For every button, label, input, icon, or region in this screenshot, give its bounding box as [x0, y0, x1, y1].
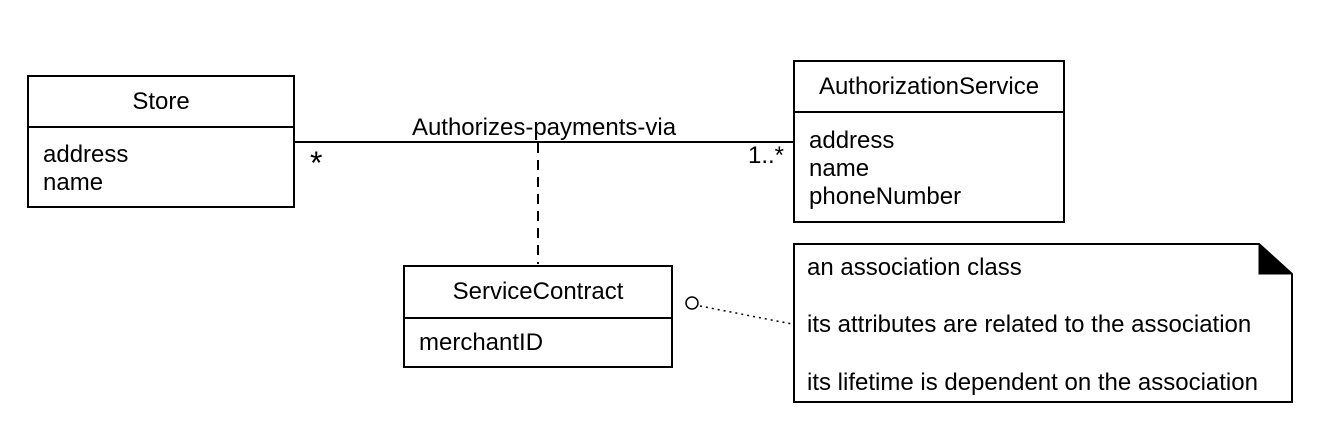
class-attributes-authorization-service: address name phoneNumber: [795, 113, 1063, 221]
class-title-store: Store: [29, 77, 293, 128]
note-line: its lifetime is dependent on the associa…: [807, 369, 1258, 396]
association-name-label: Authorizes-payments-via: [411, 114, 677, 141]
attribute-item: name: [43, 169, 104, 196]
attribute-item: merchantID: [419, 329, 544, 356]
note-line: an association class: [807, 254, 1022, 281]
note-fold-icon: [1258, 242, 1294, 275]
note-dotted-link: [699, 305, 793, 325]
class-title-authorization-service: AuthorizationService: [795, 62, 1063, 113]
attribute-item: address: [809, 127, 895, 154]
note-shape: [793, 243, 1293, 403]
attribute-item: name: [809, 155, 870, 182]
note-line: its attributes are related to the associ…: [807, 311, 1252, 338]
attribute-item: address: [43, 141, 129, 168]
note-box: an association class its attributes are …: [793, 243, 1293, 403]
class-box-service-contract: ServiceContract merchantID: [403, 265, 673, 368]
class-title-service-contract: ServiceContract: [405, 267, 671, 319]
class-attributes-store: address name: [29, 128, 293, 206]
attribute-item: phoneNumber: [809, 183, 962, 210]
class-attributes-service-contract: merchantID: [405, 319, 671, 366]
link-anchor-circle-icon: [685, 296, 699, 310]
class-box-authorization-service: AuthorizationService address name phoneN…: [793, 60, 1065, 223]
multiplicity-store-end: *: [310, 145, 323, 181]
multiplicity-authorization-end: 1..*: [747, 142, 784, 169]
class-box-store: Store address name: [27, 75, 295, 208]
